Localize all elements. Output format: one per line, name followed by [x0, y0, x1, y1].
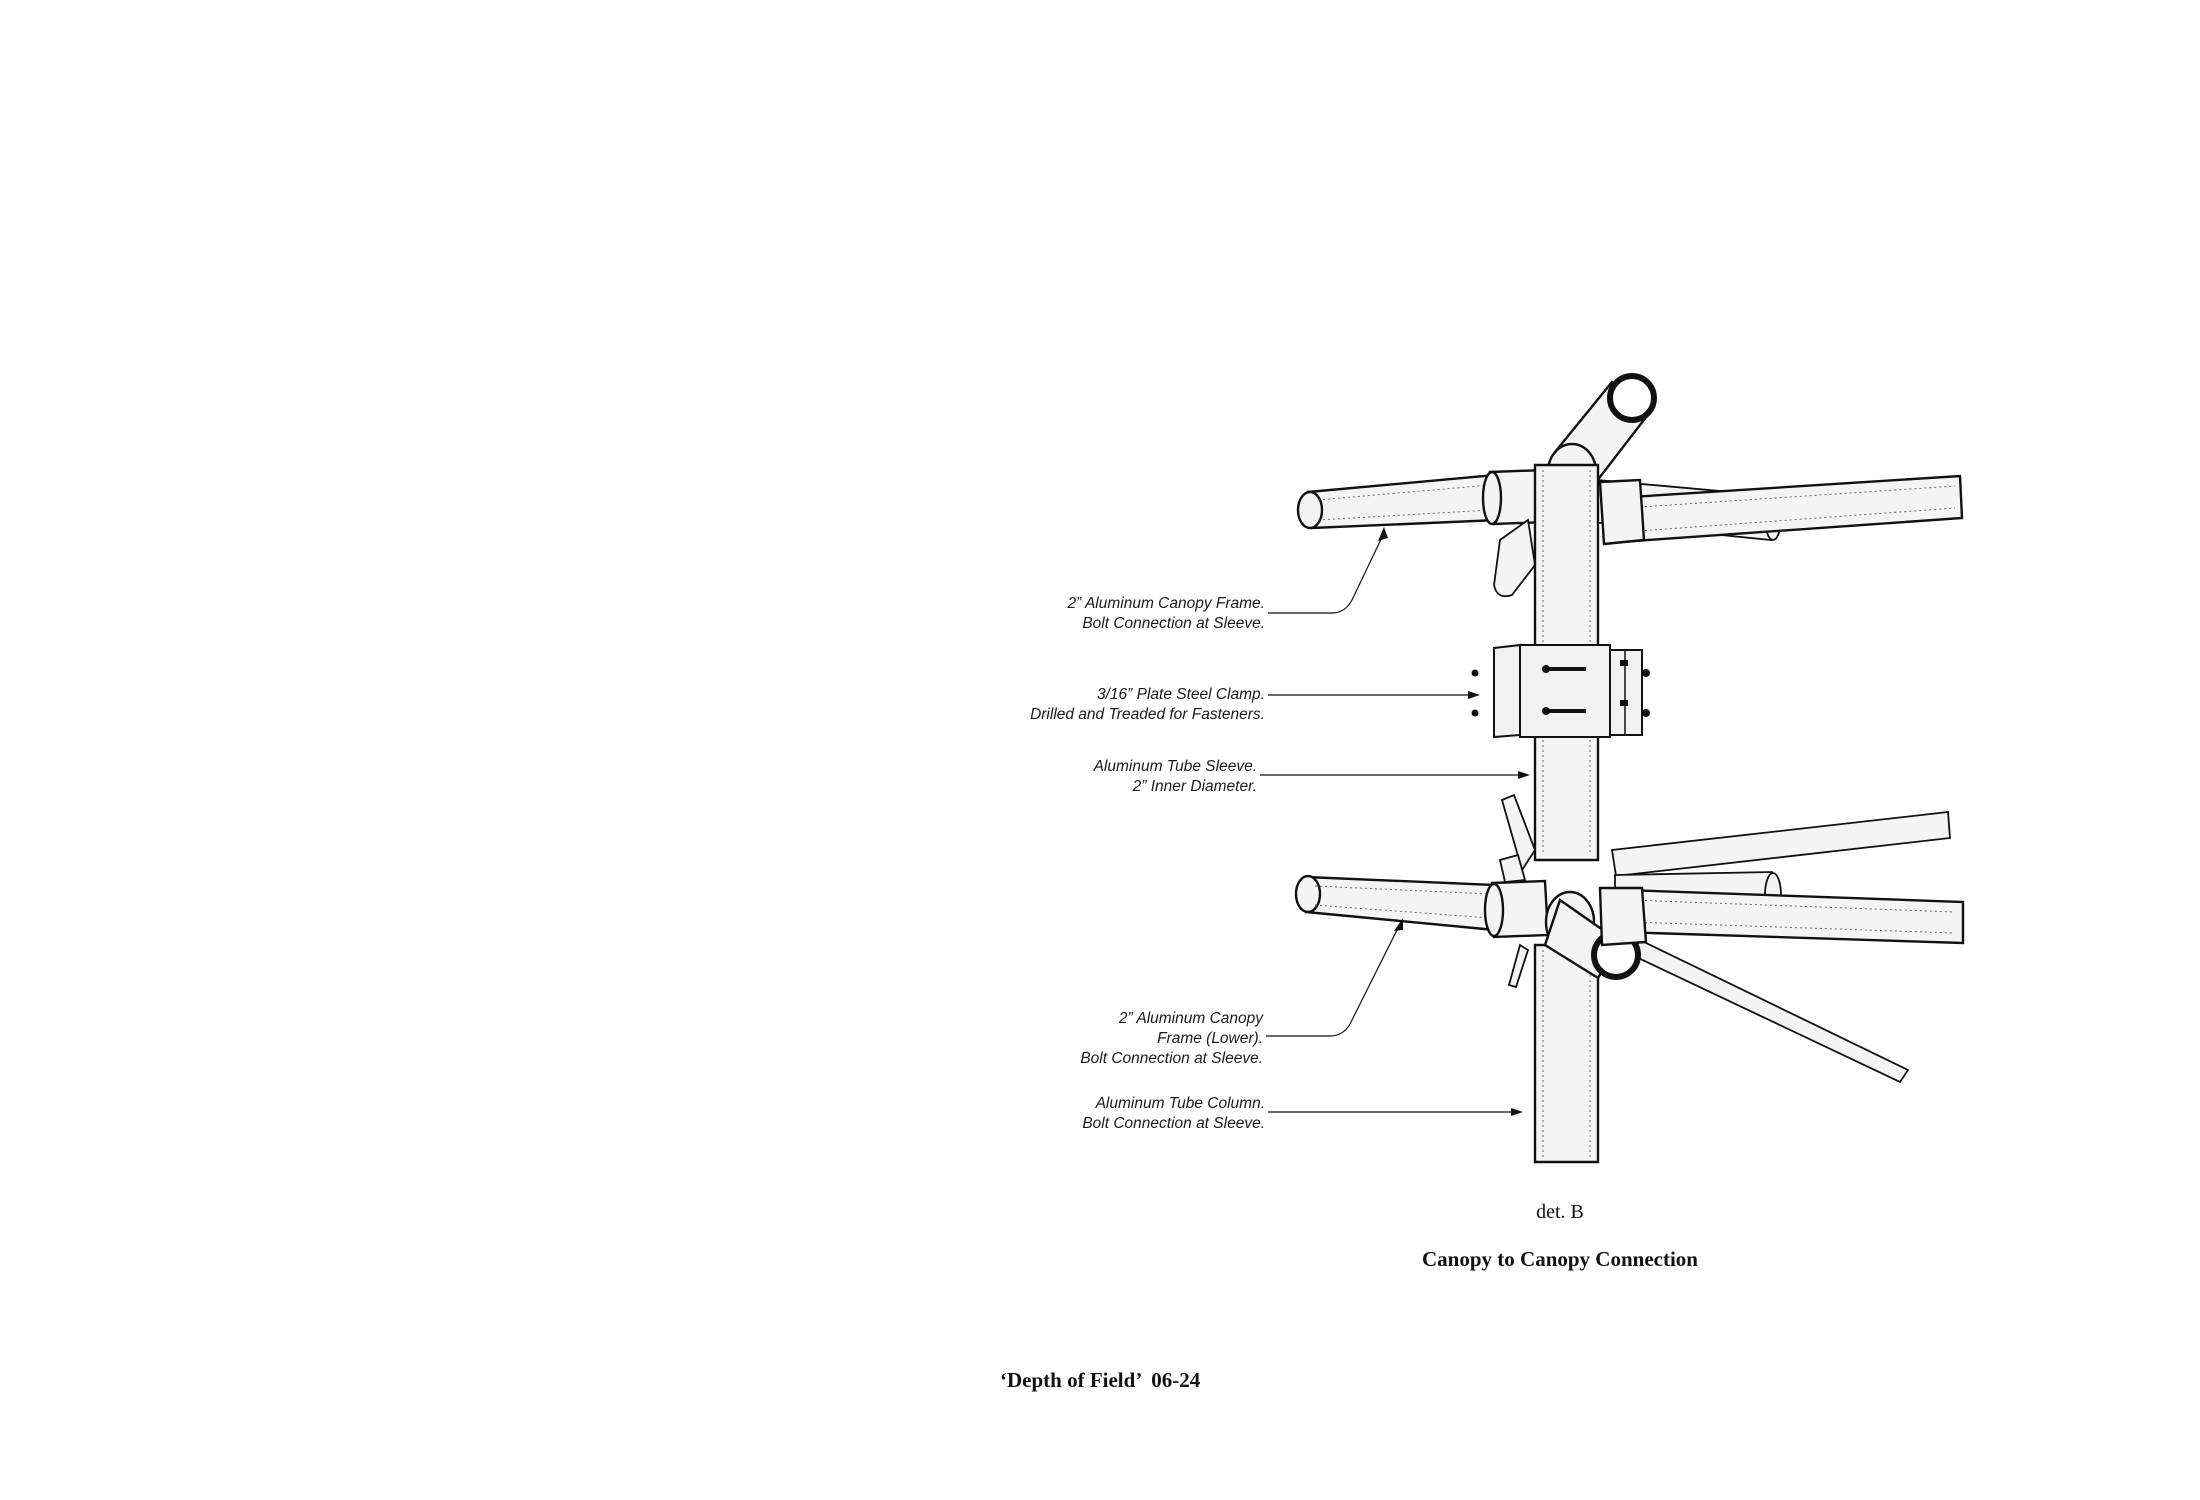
callout-upper-frame-line2: Bolt Connection at Sleeve.: [1082, 615, 1265, 632]
callout-sleeve-line1: Aluminum Tube Sleeve.: [1093, 758, 1257, 775]
tube-column: [1533, 943, 1600, 1164]
steel-clamp: [1471, 643, 1650, 739]
callout-lower-frame-line3: Bolt Connection at Sleeve.: [1080, 1050, 1263, 1067]
callout-sleeve: Aluminum Tube Sleeve. 2” Inner Diameter.: [1093, 758, 1257, 795]
callout-clamp-line2: Drilled and Treaded for Fasteners.: [1030, 706, 1265, 723]
lower-canopy-joint: [1294, 793, 1965, 1084]
callout-upper-frame: 2” Aluminum Canopy Frame. Bolt Connectio…: [1066, 595, 1265, 632]
upper-tube-end-cap: [1607, 373, 1657, 423]
upper-right-sleeve: [1598, 478, 1646, 546]
callout-lower-frame: 2” Aluminum Canopy Frame (Lower). Bolt C…: [1080, 1010, 1264, 1067]
detail-title: Canopy to Canopy Connection: [1422, 1247, 1698, 1271]
sheet-footer: ‘Depth of Field’ 06-24: [1000, 1368, 1201, 1392]
leader-lines: [1260, 527, 1530, 1116]
callout-lower-frame-line2: Frame (Lower).: [1157, 1030, 1263, 1047]
callout-clamp: 3/16” Plate Steel Clamp. Drilled and Tre…: [1030, 686, 1265, 723]
callout-lower-frame-line1: 2” Aluminum Canopy: [1118, 1010, 1264, 1027]
callout-column-line1: Aluminum Tube Column.: [1095, 1095, 1265, 1112]
lower-down-strut: [1507, 943, 1530, 989]
callout-column-line2: Bolt Connection at Sleeve.: [1082, 1115, 1265, 1132]
upper-canopy-joint: [1296, 373, 1964, 598]
callout-clamp-line1: 3/16” Plate Steel Clamp.: [1097, 686, 1265, 703]
clamp-bolts: [1471, 660, 1650, 717]
lower-right-upper-tube: [1610, 811, 1951, 877]
upper-left-sleeve: [1481, 468, 1550, 526]
upper-down-brace: [1493, 518, 1536, 598]
lower-right-sleeve: [1598, 886, 1648, 947]
callout-upper-frame-line1: 2” Aluminum Canopy Frame.: [1066, 595, 1265, 612]
callout-sleeve-line2: 2” Inner Diameter.: [1132, 778, 1257, 795]
upper-left-tube: [1296, 473, 1501, 530]
lower-left-tube: [1294, 874, 1497, 932]
lower-left-sleeve: [1483, 879, 1550, 939]
lower-right-long-tube: [1618, 888, 1965, 945]
lower-diagonal-rod: [1630, 938, 1910, 1084]
lower-up-brace: [1498, 793, 1537, 883]
callout-column: Aluminum Tube Column. Bolt Connection at…: [1082, 1095, 1265, 1132]
detail-label: det. B: [1536, 1201, 1584, 1223]
